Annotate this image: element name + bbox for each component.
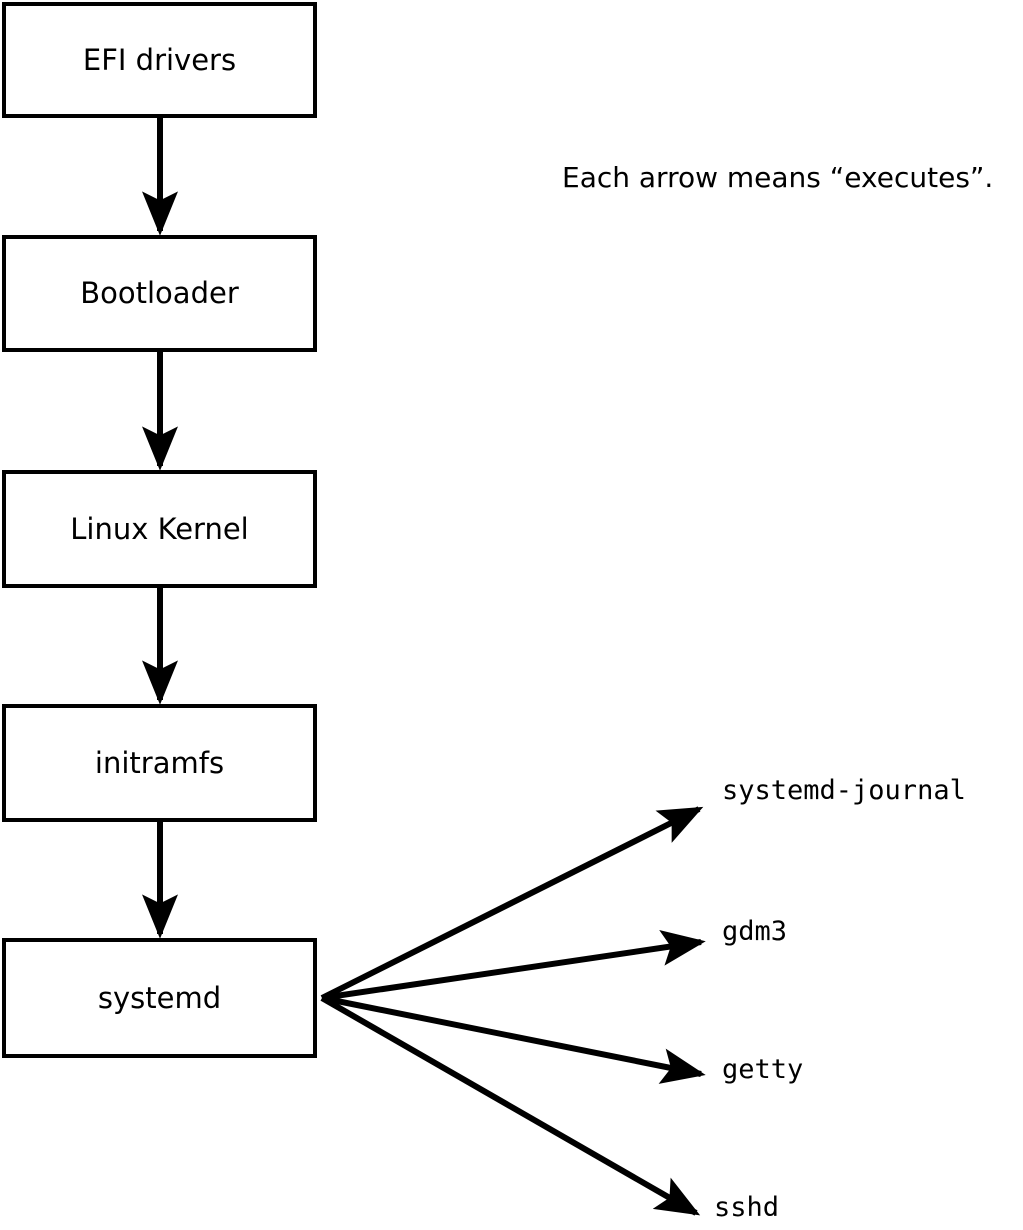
node-label-systemd: systemd (97, 980, 222, 1015)
node-initramfs[interactable]: initramfs (2, 704, 317, 822)
node-label-linux-kernel: Linux Kernel (70, 511, 249, 546)
node-label-initramfs: initramfs (94, 745, 225, 780)
node-label-efi-drivers: EFI drivers (82, 42, 237, 77)
node-getty[interactable]: getty (722, 1054, 804, 1085)
node-label-bootloader: Bootloader (80, 276, 239, 310)
legend-note: Each arrow means “executes”. (562, 161, 994, 194)
node-sshd[interactable]: sshd (714, 1192, 780, 1223)
edge-systemd-to-systemd-journal (320, 806, 704, 1001)
node-gdm3[interactable]: gdm3 (722, 916, 788, 947)
node-linux-kernel[interactable]: Linux Kernel (2, 470, 317, 588)
node-systemd[interactable]: systemd (2, 938, 317, 1058)
edge-systemd-to-getty (321, 995, 706, 1084)
edge-systemd-to-gdm3 (321, 929, 706, 1001)
node-systemd-journal[interactable]: systemd-journal (722, 775, 966, 806)
node-bootloader[interactable]: Bootloader (2, 235, 317, 352)
node-efi-drivers[interactable]: EFI drivers (2, 2, 317, 118)
edge-systemd-to-sshd (320, 995, 701, 1216)
